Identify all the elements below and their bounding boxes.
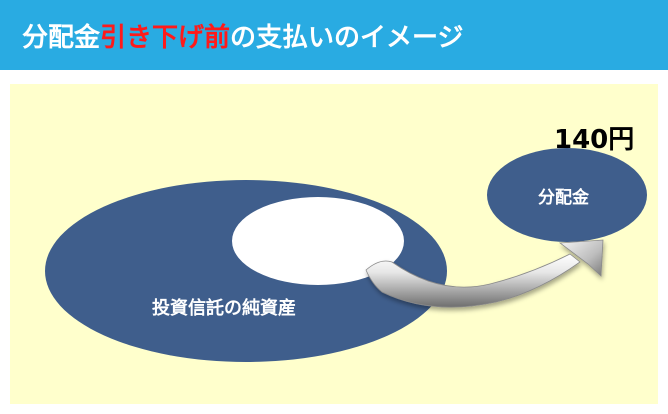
title-part1: 分配金 (22, 23, 101, 53)
header-bar: 分配金引き下げ前の支払いのイメージ (0, 0, 668, 70)
distribution-ellipse (487, 148, 647, 242)
title-highlight: 引き下げ前 (100, 23, 231, 53)
page-title: 分配金引き下げ前の支払いのイメージ (22, 17, 464, 54)
withdrawn-portion-ellipse (232, 197, 404, 285)
distribution-label: 分配金 (538, 188, 589, 208)
title-part2: の支払いのイメージ (230, 23, 464, 53)
curved-arrow-icon (365, 239, 604, 308)
net-assets-label: 投資信託の純資産 (152, 298, 296, 319)
distribution-amount: 140円 (554, 125, 635, 155)
